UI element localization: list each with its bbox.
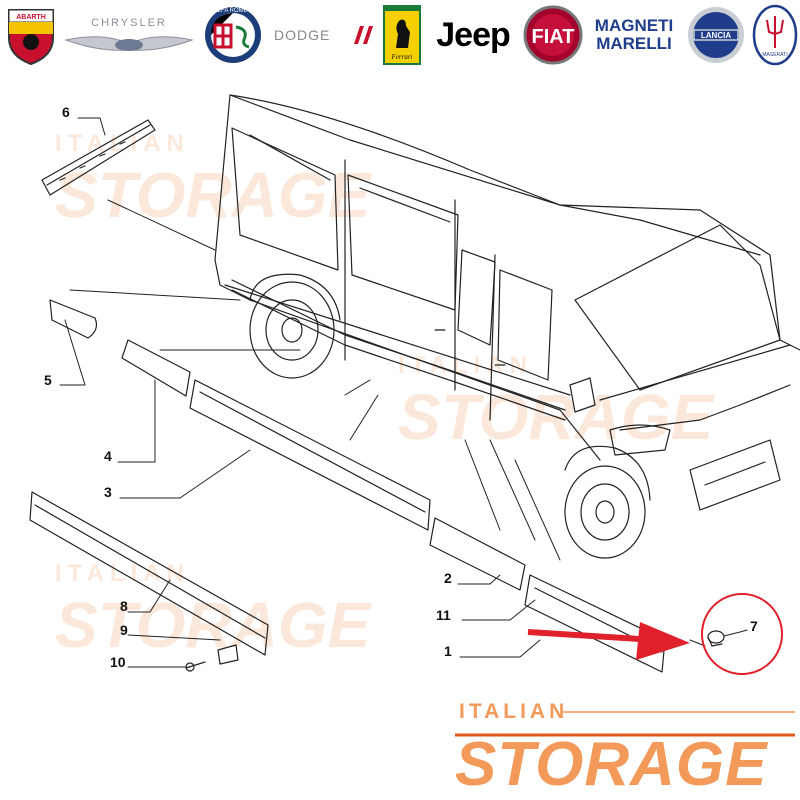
van-front-wheel [564,445,651,559]
part-9-clip [217,644,239,665]
chrysler-logo: CHRYSLER [64,4,194,66]
part-7-cap [707,630,725,647]
ferrari-logo-text: Ferrari [391,53,413,61]
leader-9 [127,634,221,641]
maserati-logo: MASERATI [752,4,798,66]
dodge-logo: DODGE [272,4,376,66]
magneti-marelli-logo: MAGNETI MARELLI [588,4,680,66]
leader-8 [127,579,171,613]
callout-2: 2 [444,570,452,586]
part-8-strip [29,491,269,656]
italian-storage-logo: ITALIAN STORAGE [455,700,800,800]
trident-icon: MASERATI [752,4,798,66]
callout-6: 6 [62,104,70,120]
alfa-logo-text: ALFA ROMEO [214,8,253,14]
logo-italian-text: ITALIAN [459,700,569,723]
chrysler-logo-text: CHRYSLER [91,17,167,29]
leader-11 [461,599,536,621]
dodge-logo-text: DODGE [274,27,330,43]
highlight-circle [701,593,783,675]
leader-1 [459,639,541,658]
leader-5 [59,319,86,386]
callout-7: 7 [750,618,758,634]
lancia-logo: LANCIA [686,4,746,66]
leader-5b [69,289,241,301]
maserati-logo-text: MASERATI [762,52,787,58]
part-2-strip [429,517,526,591]
callout-9: 9 [120,622,128,638]
winged-badge-icon: CHRYSLER [64,17,194,51]
leader-6b [107,199,216,251]
fiat-logo-text: FIAT [532,26,575,48]
leader-2 [457,574,501,585]
van-windscreen [574,224,781,391]
callout-4: 4 [104,448,112,464]
logo-storage-text: STORAGE [455,730,768,799]
lancia-logo-text: LANCIA [701,31,731,40]
part-6-trim [41,119,156,196]
van-side-window [347,174,459,311]
alfa-badge-icon: ALFA ROMEO [205,7,261,63]
callout-5: 5 [44,372,52,388]
watermark-italian-3: ITALIAN [55,560,190,587]
fiat-badge-icon: FIAT [523,5,583,65]
van-side-mirror [569,377,596,413]
van-rear-window [231,127,339,271]
part-10-screw [185,661,206,672]
brand-logo-strip: ABARTH CHRYSLER ALFA ROMEO DODGE [0,0,800,70]
fiat-logo: FIAT [522,4,584,66]
callout-11: 11 [436,607,451,623]
callout-3: 3 [104,484,112,500]
van-side-strip [231,279,566,411]
ferrari-logo: Ferrari [382,4,422,66]
part-3-strip [189,379,431,531]
watermark-storage-1: STORAGE [55,159,371,231]
leader-4 [117,379,156,463]
prancing-horse-icon: Ferrari [383,5,421,65]
alfa-romeo-logo: ALFA ROMEO [202,4,264,66]
abarth-logo: ABARTH [2,4,60,66]
part-4-trim [121,339,191,397]
van-body-outline [214,94,800,351]
dodge-stripes-icon: DODGE [274,26,373,44]
abarth-logo-text: ABARTH [16,14,46,21]
wordmark-icon: MAGNETI MARELLI [594,16,674,53]
leader-7 [723,629,748,637]
leader-6 [77,117,106,136]
callout-8: 8 [120,598,128,614]
jeep-logo: Jeep [428,4,518,66]
part-5-trim [49,299,98,339]
lancia-badge-icon: LANCIA [688,7,744,63]
scorpion-shield-icon: ABARTH [8,9,54,66]
callout-1: 1 [444,643,452,659]
red-arrow [527,622,690,660]
callout-10: 10 [110,654,126,670]
leader-3 [119,449,251,499]
logo-rules [455,711,795,737]
jeep-wordmark-icon: Jeep [436,15,510,54]
